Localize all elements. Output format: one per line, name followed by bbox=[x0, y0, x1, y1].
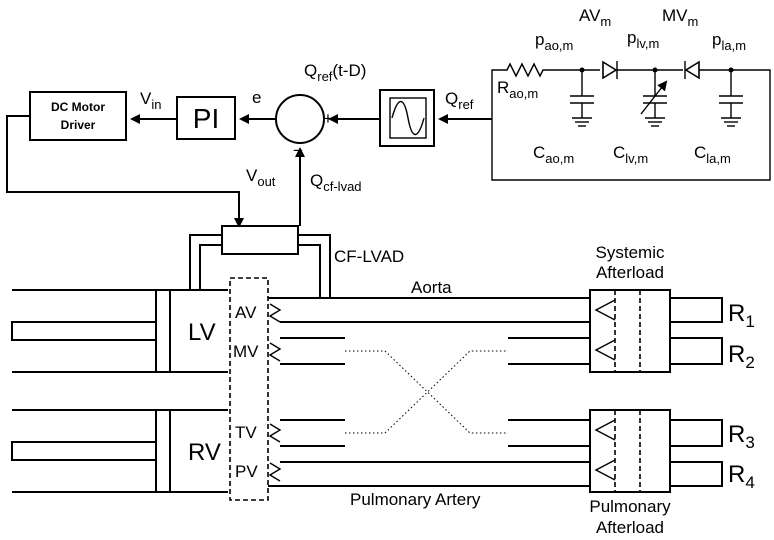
mock-circulatory-loop: CF-LVAD LV RV AV MV TV PV bbox=[11, 225, 755, 537]
clv-m-label: Clv,m bbox=[613, 143, 648, 166]
cao-m-label: Cao,m bbox=[533, 143, 574, 166]
minus-sign: − bbox=[293, 141, 303, 160]
mv-valve-icon bbox=[268, 342, 282, 362]
tv-label: TV bbox=[235, 423, 257, 442]
lvad-outflow-inner bbox=[298, 244, 321, 298]
pulmonary-afterload-box bbox=[589, 409, 671, 493]
heart-model-circuit: AVm MVm pao,m plv,m pla,m Rao,m Cao,m Cl… bbox=[491, 6, 771, 181]
lvad-inflow-inner bbox=[199, 244, 222, 290]
tv-valve-icon bbox=[268, 423, 282, 443]
cla-m-label: Cla,m bbox=[694, 143, 731, 166]
model-frame bbox=[491, 69, 771, 181]
qref-delay-label: Qref(t-D) bbox=[304, 61, 366, 84]
rv-label: RV bbox=[188, 439, 221, 466]
rv-piston-rod bbox=[11, 441, 157, 461]
r2-outlet bbox=[670, 337, 723, 365]
pulmonary-afterload-detail bbox=[594, 410, 641, 492]
qref-label: Qref bbox=[445, 89, 474, 112]
pv-label: PV bbox=[235, 462, 258, 481]
motor-driver-label-1: DC Motor bbox=[51, 100, 105, 114]
r3-outlet bbox=[670, 419, 723, 447]
av-valve-icon bbox=[268, 303, 282, 323]
diode-mv-icon bbox=[684, 60, 700, 80]
capacitor-clv-icon bbox=[640, 70, 668, 127]
summing-junction bbox=[275, 94, 325, 144]
systemic-afterload-detail bbox=[594, 290, 641, 372]
crossover-tv-to-r2 bbox=[345, 350, 508, 434]
pi-label: PI bbox=[193, 103, 219, 134]
rv-piston-head bbox=[155, 409, 171, 493]
aorta-label: Aorta bbox=[411, 278, 452, 297]
r1-label: R1 bbox=[728, 300, 755, 331]
systemic-afterload-box bbox=[589, 289, 671, 373]
av-m-label: AVm bbox=[579, 6, 611, 29]
mv-label: MV bbox=[233, 342, 259, 361]
pulmonary-afterload-label-1: Pulmonary bbox=[589, 497, 671, 516]
capacitor-cao-icon bbox=[570, 70, 594, 127]
r4-outlet bbox=[670, 461, 723, 487]
pla-m-label: pla,m bbox=[712, 30, 746, 53]
crossover-mv-to-r3 bbox=[345, 350, 508, 434]
systemic-afterload-label-2: Afterload bbox=[596, 263, 664, 282]
pao-m-label: pao,m bbox=[535, 30, 573, 53]
lv-piston-rod bbox=[11, 321, 157, 341]
r3-label: R3 bbox=[728, 421, 755, 452]
delay-block-inner bbox=[389, 97, 427, 139]
cf-lvad-label: CF-LVAD bbox=[334, 247, 404, 266]
pi-controller-box bbox=[176, 96, 236, 140]
motor-driver-label-2: Driver bbox=[61, 118, 96, 132]
pulmonary-afterload-label-2: Afterload bbox=[596, 518, 664, 537]
cf-lvad-box bbox=[221, 225, 299, 255]
sine-wave-icon bbox=[391, 100, 425, 136]
r2-label: R2 bbox=[728, 341, 755, 372]
av-label: AV bbox=[235, 303, 257, 322]
diode-av-icon bbox=[602, 60, 618, 80]
mv-m-label: MVm bbox=[662, 6, 698, 29]
pulmonary-artery-label: Pulmonary Artery bbox=[350, 490, 481, 509]
rao-m-label: Rao,m bbox=[497, 78, 538, 101]
lv-label: LV bbox=[188, 319, 216, 346]
lvad-inflow-outer bbox=[189, 234, 222, 290]
vin-label: Vin bbox=[140, 89, 161, 112]
lvad-outflow-outer bbox=[298, 234, 331, 298]
qcf-label: Qcf-lvad bbox=[310, 171, 362, 194]
vout-label: Vout bbox=[246, 166, 276, 189]
resistor-rao-icon bbox=[497, 62, 600, 78]
control-loop: DC Motor Driver PI + − Qref Qref(t-D) e … bbox=[6, 61, 492, 228]
r1-outlet bbox=[670, 297, 723, 323]
pv-valve-icon bbox=[268, 462, 282, 482]
valve-column bbox=[229, 277, 269, 501]
error-label: e bbox=[252, 88, 261, 107]
systemic-afterload-label-1: Systemic bbox=[596, 243, 665, 262]
capacitor-cla-icon bbox=[719, 70, 743, 127]
r4-label: R4 bbox=[728, 461, 755, 492]
lv-piston-head bbox=[155, 289, 171, 373]
plv-m-label: plv,m bbox=[627, 28, 659, 51]
delay-block bbox=[379, 89, 435, 147]
